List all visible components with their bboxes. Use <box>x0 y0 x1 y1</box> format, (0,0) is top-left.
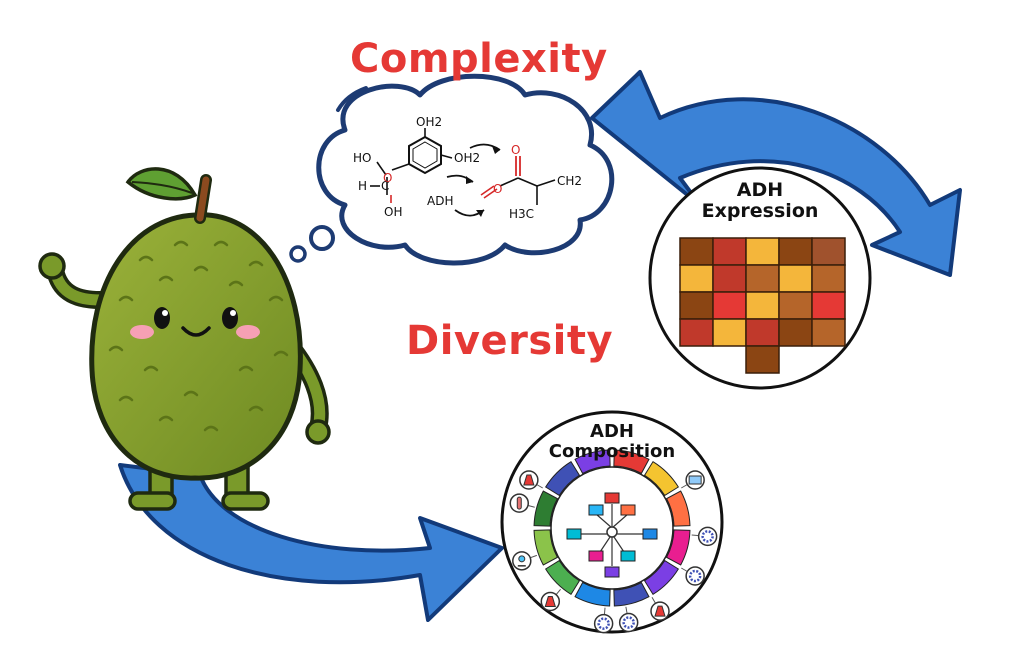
chem-ch2: CH2 <box>557 174 582 188</box>
monitor-icon <box>681 470 705 490</box>
chem-c: C <box>381 179 389 193</box>
wheel-segment <box>643 460 680 497</box>
test-tube-icon <box>509 493 535 513</box>
flask-icon <box>540 588 561 612</box>
gear-icon <box>618 606 639 633</box>
adh-composition-panel <box>500 410 724 634</box>
heatmap-cell <box>778 237 813 266</box>
expression-heatmap <box>679 237 846 374</box>
tree-node <box>620 550 636 562</box>
wheel-segment <box>544 559 581 596</box>
cycle-arrow-bottom <box>118 463 504 622</box>
heatmap-cell <box>679 264 714 293</box>
wheel-segment <box>533 529 559 566</box>
wheel-segment <box>533 490 559 527</box>
gear-icon <box>681 566 705 586</box>
heatmap-cell <box>712 264 747 293</box>
chem-oh2-right: OH2 <box>454 151 480 165</box>
chem-oh: OH <box>384 205 402 219</box>
heatmap-cell <box>745 237 780 266</box>
chem-ho: HO <box>353 151 371 165</box>
heatmap-cell <box>811 264 846 293</box>
chem-h: H <box>358 179 367 193</box>
heatmap-cell <box>811 291 846 320</box>
heatmap-cell <box>778 291 813 320</box>
tree-node <box>566 528 582 540</box>
gear-icon <box>691 526 718 547</box>
composition-title: ADH Composition <box>532 422 692 462</box>
adh-expression-panel <box>648 166 872 390</box>
heatmap-cell <box>679 237 714 266</box>
wheel-segment <box>574 581 611 607</box>
gear-icon <box>593 607 614 634</box>
complexity-label: Complexity <box>350 36 608 82</box>
heatmap-cell <box>745 345 780 374</box>
heatmap-cell <box>745 264 780 293</box>
wheel-segment <box>613 449 650 475</box>
tree-node <box>604 492 620 504</box>
heatmap-cell <box>778 264 813 293</box>
chem-adh: ADH <box>427 194 453 208</box>
microscope-icon <box>512 551 537 571</box>
chem-o-ketone: O <box>511 143 520 157</box>
wheel-segment <box>544 460 581 497</box>
heatmap-cell <box>811 237 846 266</box>
chem-oh2-top: OH2 <box>416 115 442 129</box>
tree-node <box>642 528 658 540</box>
wheel-segment <box>643 559 680 596</box>
heatmap-cell <box>679 318 714 347</box>
wheel-segment <box>665 490 691 527</box>
heatmap-cell <box>712 291 747 320</box>
heatmap-cell <box>811 318 846 347</box>
composition-tree <box>566 492 658 578</box>
chem-h3c: H3C <box>509 207 534 221</box>
composition-title-line1: ADH <box>590 421 634 442</box>
beaker-icon <box>650 597 670 621</box>
heatmap-cell <box>679 291 714 320</box>
composition-title-line2: Composition <box>548 440 676 462</box>
heatmap-cell <box>745 291 780 320</box>
chem-o-ester: O <box>493 182 502 196</box>
chem-o-top: O <box>383 171 392 185</box>
flask-icon <box>519 470 543 490</box>
expression-title-line2: Expression <box>701 199 819 222</box>
tree-node <box>604 566 620 578</box>
wheel-segment <box>665 529 691 566</box>
diversity-label: Diversity <box>406 318 614 364</box>
heatmap-cell <box>712 318 747 347</box>
tree-node <box>620 504 636 516</box>
heatmap-cell <box>745 318 780 347</box>
expression-title: ADH Expression <box>680 180 840 222</box>
heatmap-cell <box>778 318 813 347</box>
thought-bubble: OH2 OH2 HO H C O OH ADH O O CH2 H3C <box>289 73 615 266</box>
heatmap-cell <box>712 237 747 266</box>
jackfruit-character <box>38 167 331 511</box>
wheel-segment <box>574 449 611 475</box>
cycle-arrow-top <box>590 70 962 277</box>
wheel-segment <box>613 581 650 607</box>
tree-node <box>588 504 604 516</box>
tree-node <box>588 550 604 562</box>
composition-icons <box>509 470 718 634</box>
expression-title-line1: ADH <box>736 179 784 201</box>
